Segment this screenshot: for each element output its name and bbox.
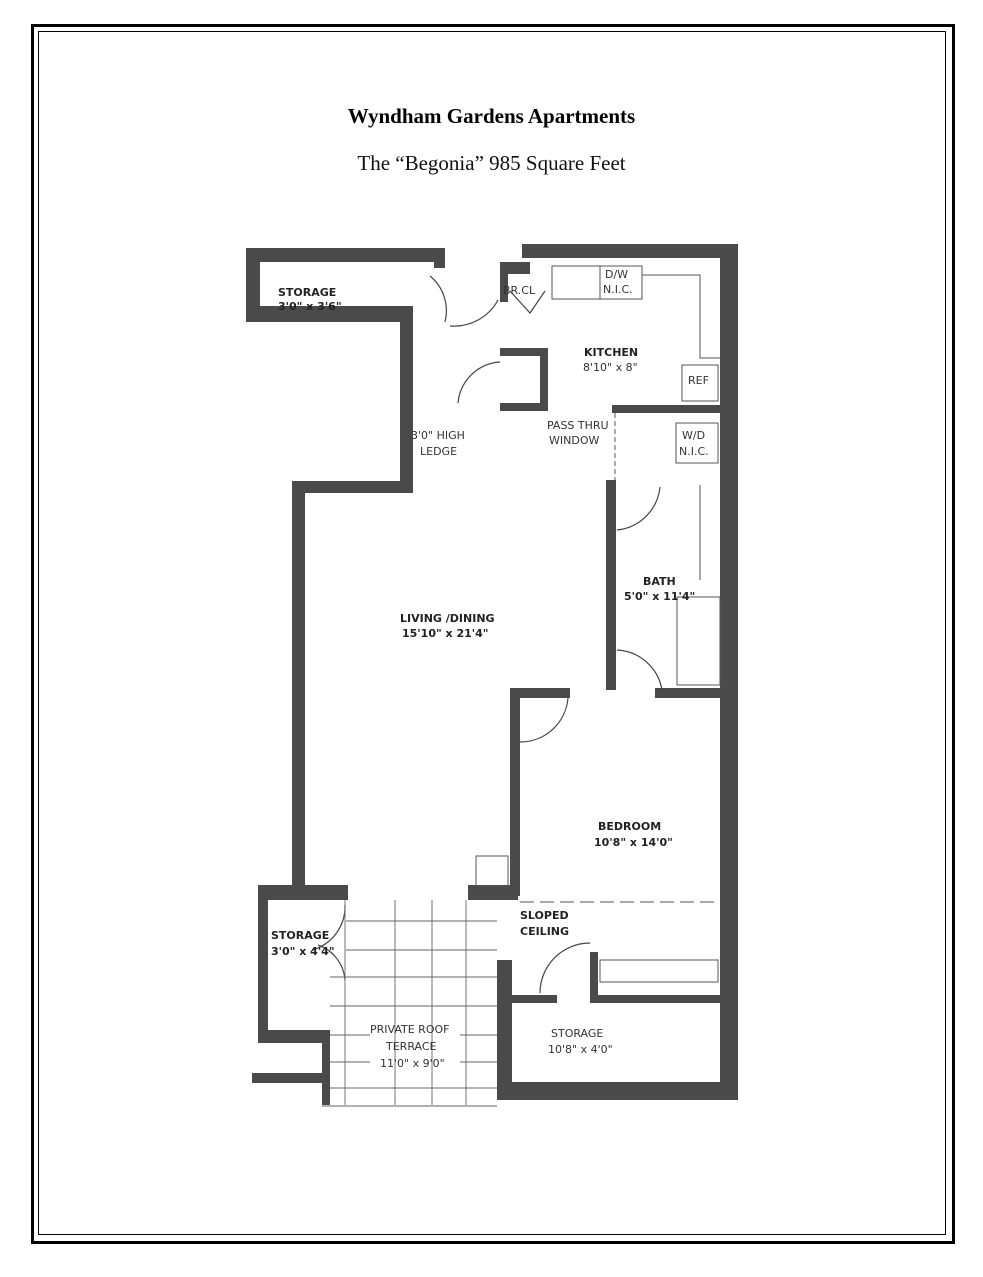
pass-thru-label-2: WINDOW bbox=[549, 434, 599, 447]
bath-name: BATH bbox=[643, 575, 676, 588]
washer-dryer-label-2: N.I.C. bbox=[679, 445, 709, 458]
storage-left-size: 3'0" x 4'4" bbox=[271, 945, 335, 958]
kitchen-name: KITCHEN bbox=[584, 346, 638, 359]
kitchen-size: 8'10" x 8" bbox=[583, 361, 638, 374]
living-name: LIVING /DINING bbox=[400, 612, 495, 625]
terrace-label-1: PRIVATE ROOF bbox=[370, 1023, 449, 1036]
terrace-size: 11'0" x 9'0" bbox=[380, 1057, 445, 1070]
pass-thru-label-1: PASS THRU bbox=[547, 419, 609, 432]
ledge-label-1: 3'0" HIGH bbox=[411, 429, 465, 442]
terrace-label-2: TERRACE bbox=[385, 1040, 437, 1053]
washer-dryer-label-1: W/D bbox=[682, 429, 705, 442]
storage-top-size: 3'0" x 3'6" bbox=[278, 300, 342, 313]
ledge-label-2: LEDGE bbox=[420, 445, 457, 458]
sloped-ceiling-label-1: SLOPED bbox=[520, 909, 569, 922]
dishwasher-label-2: N.I.C. bbox=[603, 283, 633, 296]
page-title: Wyndham Gardens Apartments bbox=[347, 104, 636, 128]
dishwasher-label-1: D/W bbox=[605, 268, 628, 281]
refrigerator-label: REF bbox=[688, 374, 709, 387]
bath-closet-label: BR.CL bbox=[503, 284, 536, 297]
page-subtitle: The “Begonia” 985 Square Feet bbox=[357, 151, 626, 175]
storage-top-name: STORAGE bbox=[278, 286, 336, 299]
page-border-inner bbox=[38, 31, 946, 1235]
page-border-outer bbox=[31, 24, 955, 1244]
bedroom-name: BEDROOM bbox=[598, 820, 661, 833]
bedroom-size: 10'8" x 14'0" bbox=[594, 836, 673, 849]
bath-size: 5'0" x 11'4" bbox=[624, 590, 695, 603]
storage-bottom-name: STORAGE bbox=[551, 1027, 603, 1040]
terrace-grid bbox=[322, 900, 497, 1107]
fixtures bbox=[475, 265, 721, 983]
storage-bottom-size: 10'8" x 4'0" bbox=[548, 1043, 613, 1056]
storage-left-name: STORAGE bbox=[271, 929, 329, 942]
sloped-ceiling-label-2: CEILING bbox=[520, 925, 569, 938]
room-labels: STORAGE 3'0" x 3'6" BR.CL D/W N.I.C. KIT… bbox=[271, 268, 709, 1070]
living-size: 15'10" x 21'4" bbox=[402, 627, 489, 640]
walls bbox=[246, 244, 738, 1105]
